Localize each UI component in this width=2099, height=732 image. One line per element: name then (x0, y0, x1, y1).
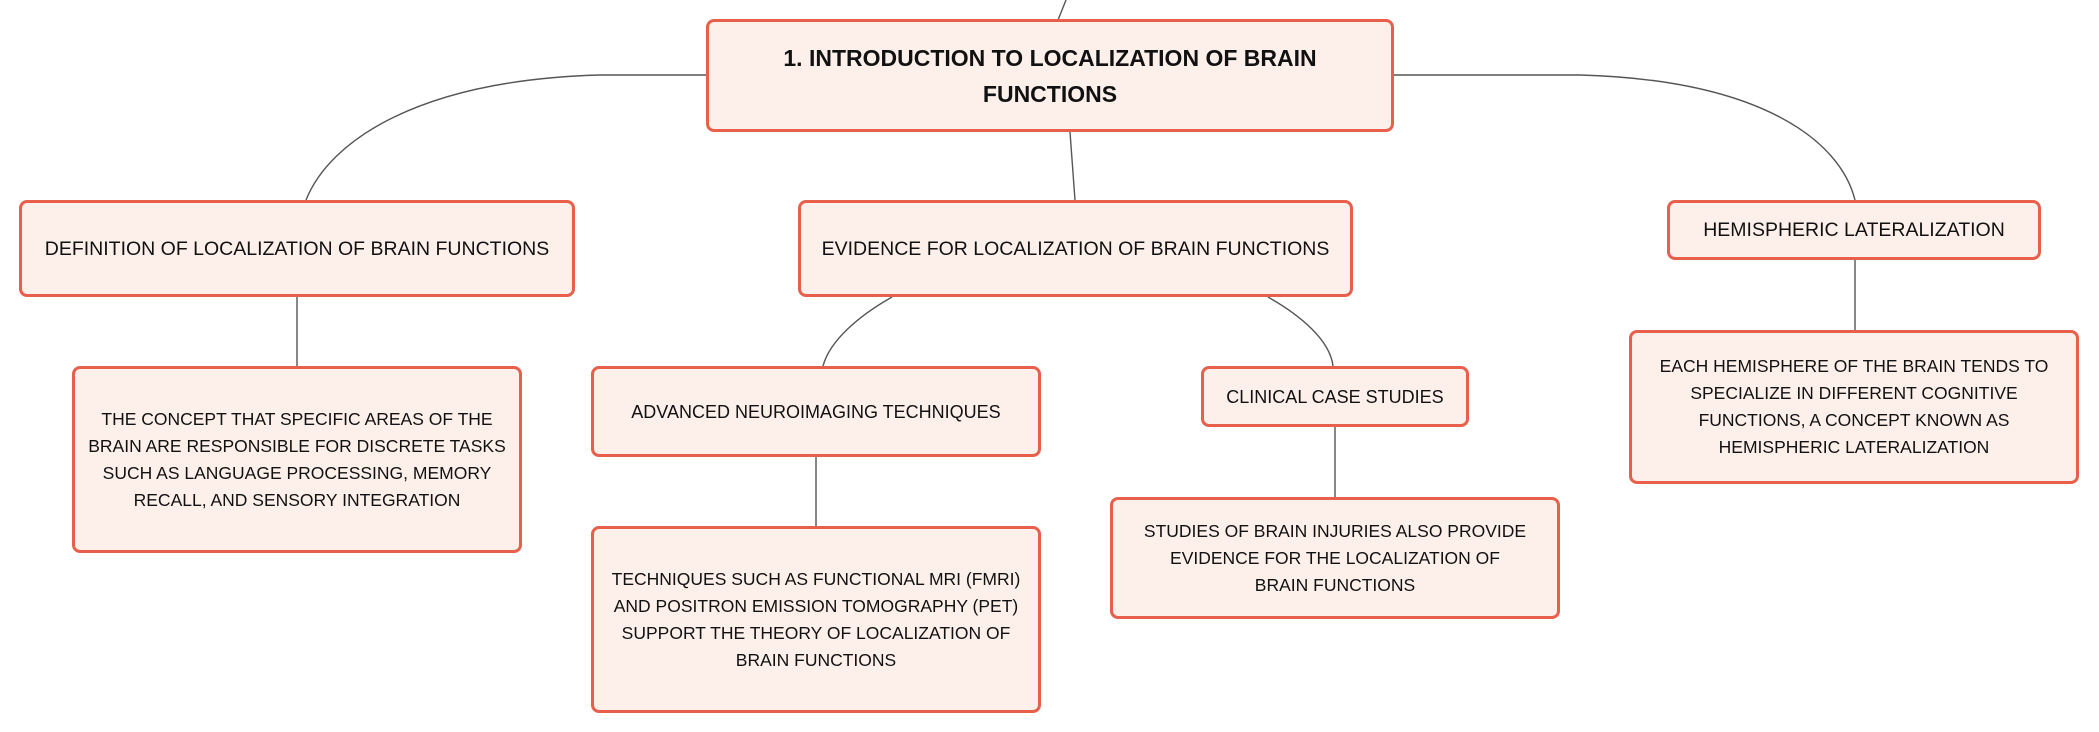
leaf-hemispheric-each[interactable]: EACH HEMISPHERE OF THE BRAIN TENDS TO SP… (1629, 330, 2079, 484)
branch-neuroimaging[interactable]: ADVANCED NEUROIMAGING TECHNIQUES (591, 366, 1041, 457)
branch-neuroimaging-label: ADVANCED NEUROIMAGING TECHNIQUES (631, 401, 1001, 422)
connector-root-definition (305, 74, 707, 201)
leaf-clinical-studies[interactable]: STUDIES OF BRAIN INJURIES ALSO PROVIDE E… (1110, 497, 1560, 619)
branch-definition-label: DEFINITION OF LOCALIZATION OF BRAIN FUNC… (44, 237, 550, 260)
connector-evidence-clinical (1267, 296, 1334, 367)
leaf-neuroimaging-techniques-label: TECHNIQUES SUCH AS FUNCTIONAL MRI (FMRI)… (611, 568, 1021, 670)
connector-evidence-neuroimaging (822, 296, 893, 367)
leaf-hemispheric-each-label: EACH HEMISPHERE OF THE BRAIN TENDS TO SP… (1659, 356, 2049, 457)
branch-evidence-label: EVIDENCE FOR LOCALIZATION OF BRAIN FUNCT… (821, 237, 1330, 260)
branch-clinical-label: CLINICAL CASE STUDIES (1226, 386, 1444, 407)
leaf-definition-concept-label: THE CONCEPT THAT SPECIFIC AREAS OF THE B… (88, 408, 506, 510)
connector-root-hemispheric (1393, 74, 1856, 201)
leaf-definition-concept[interactable]: THE CONCEPT THAT SPECIFIC AREAS OF THE B… (72, 366, 522, 553)
branch-hemispheric-label: HEMISPHERIC LATERALIZATION (1703, 219, 2005, 241)
branch-clinical[interactable]: CLINICAL CASE STUDIES (1201, 366, 1469, 427)
branch-definition[interactable]: DEFINITION OF LOCALIZATION OF BRAIN FUNC… (19, 200, 575, 297)
leaf-neuroimaging-techniques[interactable]: TECHNIQUES SUCH AS FUNCTIONAL MRI (FMRI)… (591, 526, 1041, 713)
branch-hemispheric[interactable]: HEMISPHERIC LATERALIZATION (1667, 200, 2041, 260)
branch-evidence[interactable]: EVIDENCE FOR LOCALIZATION OF BRAIN FUNCT… (798, 200, 1353, 297)
root-node[interactable]: 1. INTRODUCTION TO LOCALIZATION OF BRAIN… (706, 19, 1394, 132)
connector-root-evidence (1069, 131, 1076, 201)
connector-root-parent (1057, 0, 1067, 21)
leaf-clinical-studies-label: STUDIES OF BRAIN INJURIES ALSO PROVIDE E… (1143, 520, 1527, 595)
root-node-label: 1. INTRODUCTION TO LOCALIZATION OF BRAIN… (783, 44, 1317, 107)
